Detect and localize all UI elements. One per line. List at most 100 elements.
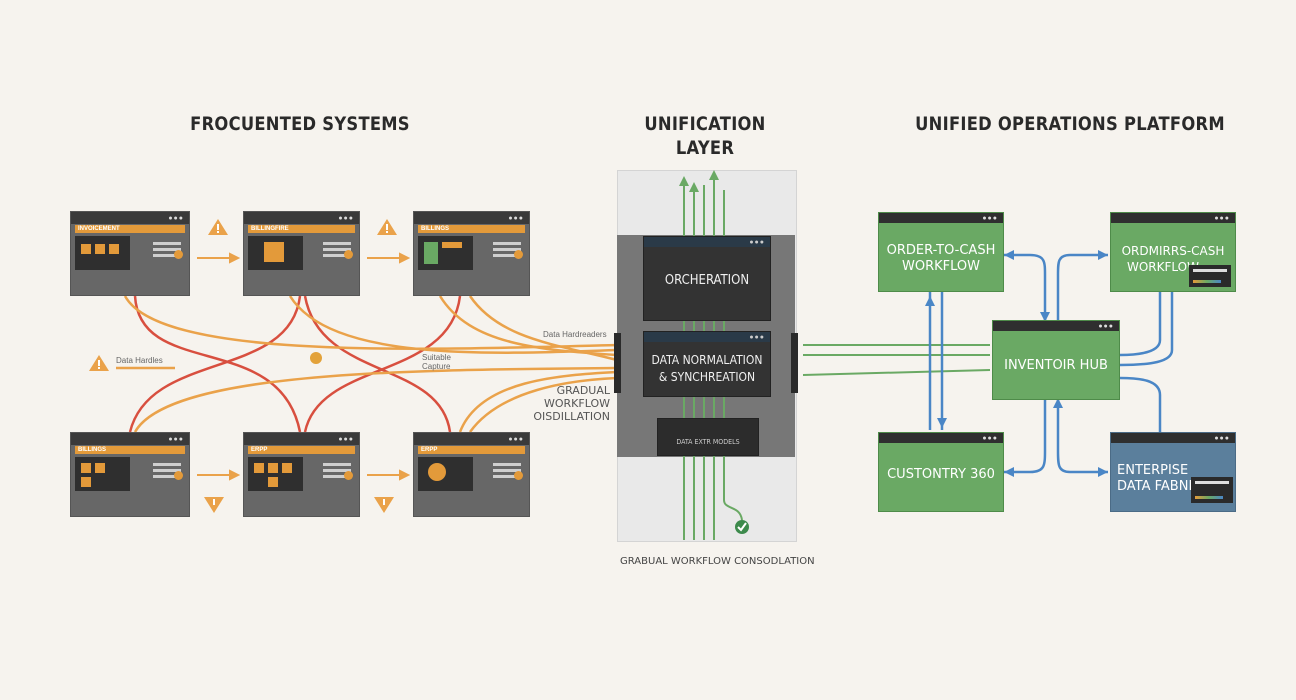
legacy-window[interactable]: ●●● INVOICEMENT — [70, 211, 190, 296]
window-header-label: INVOICEMENT — [78, 226, 120, 232]
title-bar: ●●● — [879, 213, 1003, 223]
warning-icon — [89, 355, 109, 371]
window-header-label: ERPP — [421, 447, 438, 453]
title-bar: ●●● — [244, 212, 359, 224]
enterprise-line1: ENTERPISE — [1117, 463, 1189, 478]
window-header: BILLINGS — [418, 225, 525, 233]
window-header: BILLINGS — [75, 446, 185, 454]
customer-360-window[interactable]: ●●● CUSTONTRY 360 — [878, 432, 1004, 512]
to-layer-label: Data Hardreaders — [543, 330, 607, 339]
orange-line-4 — [468, 295, 618, 362]
warning-icon — [204, 497, 224, 513]
order-to-cash-window[interactable]: ●●● ORDER-TO-CASH WORKFLOW — [878, 212, 1004, 292]
legacy-window[interactable]: ●●● ERPP — [243, 432, 360, 517]
text-lines — [153, 242, 181, 245]
window-header-label: ERPP — [251, 447, 268, 453]
window-header-label: BILLINGS — [78, 447, 106, 453]
title-bar: ●●● — [1111, 213, 1235, 223]
orchestration-box[interactable]: ●●● ORCHERATION — [643, 236, 771, 321]
orange-arrowhead-3 — [229, 469, 241, 481]
blue-arrowhead-5 — [1004, 250, 1014, 260]
title-bar: ●●● — [414, 212, 529, 224]
orange-arrowhead-4 — [399, 469, 411, 481]
orchestration-label: ORCHERATION — [664, 273, 750, 288]
orders-workflow-line1: ORDMIRRS-CASH — [1121, 244, 1225, 258]
heading-legacy-systems: FROCUENTED SYSTEMS — [190, 113, 410, 135]
heading-unification-line1: UNIFICATION — [644, 113, 766, 135]
title-bar: ●●● — [414, 433, 529, 445]
green-line-8 — [802, 369, 991, 376]
window-pane — [418, 236, 473, 270]
window-pane — [75, 457, 130, 491]
heading-unified-platform: UNIFIED OPERATIONS PLATFORM — [915, 113, 1225, 135]
orders-workflow-window[interactable]: ●●● ORDMIRRS-CASH WORKFLOW — [1110, 212, 1236, 292]
title-bar: ●●● — [993, 321, 1119, 331]
window-header-label: BILLINGS — [421, 226, 449, 232]
blue-arrowhead-3 — [925, 296, 935, 306]
window-dots-icon: ●●● — [1098, 323, 1114, 330]
legacy-window[interactable]: ●●● ERPP — [413, 432, 530, 517]
normalization-line2: & SYNCHREATION — [658, 370, 756, 384]
order-to-cash-line1: ORDER-TO-CASH — [886, 243, 996, 258]
blue-line-8 — [1056, 400, 1108, 474]
window-dots-icon: ●●● — [1214, 215, 1230, 222]
status-dot — [174, 250, 183, 259]
blue-line-5 — [1119, 292, 1162, 357]
warning-icon — [377, 219, 397, 235]
window-header: INVOICEMENT — [75, 225, 185, 233]
red-line-3 — [303, 295, 452, 433]
blue-arrowhead-8 — [1098, 467, 1108, 477]
heading-unification-layer: UNIFICATION LAYER — [615, 112, 796, 160]
footer-label: GRABUAL WORKFLOW CONSODLATION — [620, 556, 815, 567]
legacy-window[interactable]: ●●● BILLINGS — [70, 432, 190, 517]
window-dots-icon: ●●● — [749, 239, 765, 246]
mini-chart — [1189, 265, 1231, 287]
legacy-window[interactable]: ●●● BILLINGS — [413, 211, 530, 296]
title-bar: ●●● — [644, 237, 770, 247]
blue-line-2 — [1056, 253, 1108, 320]
red-line-1 — [133, 295, 302, 433]
window-dots-icon: ●●● — [508, 436, 524, 443]
green-arrowhead-3 — [689, 182, 699, 192]
blue-line-7 — [1004, 400, 1047, 474]
text-lines — [493, 463, 521, 466]
extraction-box[interactable]: DATA EXTR MODELS — [657, 418, 759, 456]
blue-arrowhead-6 — [1098, 250, 1108, 260]
orange-line-5 — [133, 366, 618, 433]
window-pane — [248, 457, 303, 491]
orange-arrowhead-2 — [399, 252, 411, 264]
link-icon — [310, 352, 322, 364]
window-dots-icon: ●●● — [168, 215, 184, 222]
legacy-window[interactable]: ●●● BILLINGFIRE — [243, 211, 360, 296]
workflow-annotation-line2: OISDILLATION — [533, 410, 610, 423]
window-dots-icon: ●●● — [749, 334, 765, 341]
orders-workflow-line2: WORKFLOW — [1127, 260, 1199, 274]
orders-workflow-label: ORDMIRRS-CASH WORKFLOW — [1111, 243, 1235, 275]
left-warning-label: Data Hardles — [116, 356, 163, 365]
window-pane — [248, 236, 303, 270]
status-dot — [514, 250, 523, 259]
window-dots-icon: ●●● — [1214, 435, 1230, 442]
enterprise-label: ENTERPISE DATA FABNIC — [1117, 463, 1201, 495]
right-bus-bar — [791, 333, 798, 393]
inventory-hub-label: INVENTOIR HUB — [1004, 358, 1108, 373]
normalization-box[interactable]: ●●● DATA NORMALATION & SYNCHREATION — [643, 331, 771, 397]
inventory-hub-window[interactable]: ●●● INVENTOIR HUB — [992, 320, 1120, 400]
blue-arrowhead-4 — [937, 418, 947, 428]
status-dot — [344, 471, 353, 480]
red-line-2 — [128, 295, 302, 433]
normalization-line1: DATA NORMALATION — [651, 353, 763, 367]
window-dots-icon: ●●● — [338, 436, 354, 443]
enterprise-data-fabric-window[interactable]: ●●● ENTERPISE DATA FABNIC — [1110, 432, 1236, 512]
text-lines — [153, 463, 181, 466]
window-dots-icon: ●●● — [982, 435, 998, 442]
title-bar: ●●● — [71, 212, 189, 224]
blue-line-1 — [1004, 253, 1047, 320]
mini-chart — [1191, 477, 1233, 503]
window-pane — [418, 457, 473, 491]
blue-line-9 — [1119, 376, 1162, 432]
text-lines — [493, 242, 521, 245]
text-lines — [323, 242, 351, 245]
title-bar: ●●● — [1111, 433, 1235, 443]
orange-line-7 — [468, 376, 618, 433]
